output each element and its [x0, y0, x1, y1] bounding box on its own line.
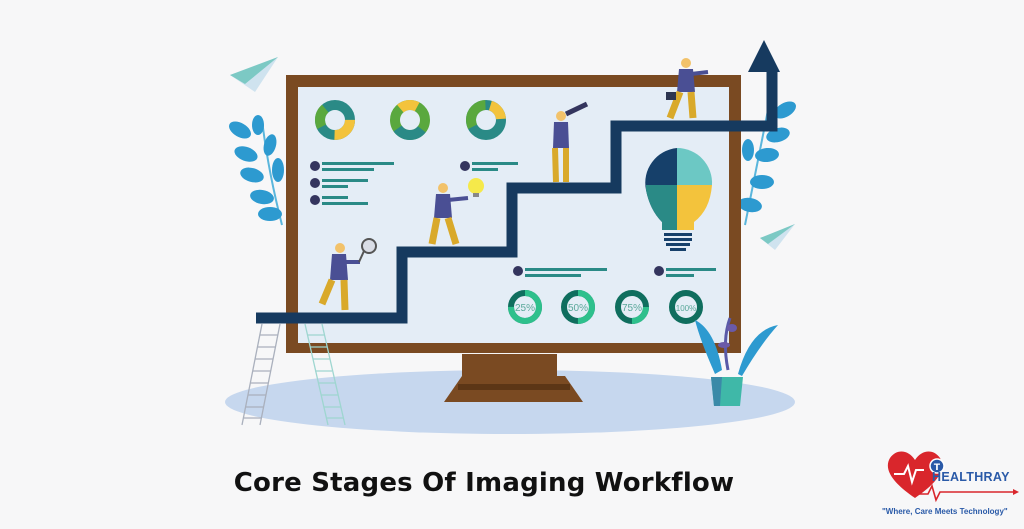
- heart-pulse-icon: T: [887, 451, 1019, 503]
- staircase-arrow: [256, 68, 778, 324]
- svg-text:25%: 25%: [515, 303, 535, 314]
- progress-ring-100: 100%: [669, 290, 703, 324]
- page-title: Core Stages Of Imaging Workflow: [233, 468, 735, 498]
- progress-ring-75: 75%: [615, 290, 649, 324]
- ladder-icon: [304, 323, 346, 426]
- svg-text:50%: 50%: [568, 303, 588, 314]
- legend-list: [310, 161, 716, 277]
- person-lightbulb-icon: [428, 178, 484, 246]
- paper-plane-icon: [230, 57, 278, 92]
- logo-tagline: "Where, Care Meets Technology": [882, 507, 1008, 516]
- potted-plant-icon: [695, 317, 778, 406]
- donut-chart-icon: [466, 100, 506, 140]
- svg-text:100%: 100%: [676, 304, 696, 313]
- person-briefcase-icon: [666, 58, 709, 120]
- person-magnifier-icon: [318, 238, 377, 311]
- healthray-logo[interactable]: T HEALTHRAY "Where, Care Meets Technolog…: [880, 446, 1020, 526]
- person-telescope-icon: [552, 101, 589, 183]
- progress-ring-25: 25%: [508, 290, 542, 324]
- progress-ring-50: 50%: [561, 290, 595, 324]
- arrow-up-icon: [748, 40, 780, 72]
- donut-chart-icon: [315, 100, 355, 140]
- logo-name: HEALTHRAY: [932, 470, 1010, 484]
- donut-chart-icon: [390, 100, 430, 140]
- puzzle-lightbulb-icon: [645, 147, 713, 251]
- leaf-branch-left-icon: [229, 115, 284, 226]
- monitor-stand: [444, 354, 583, 402]
- paper-plane-icon: [760, 224, 795, 250]
- ladder-icon: [241, 323, 281, 426]
- svg-text:75%: 75%: [622, 303, 642, 314]
- svg-text:T: T: [934, 463, 941, 473]
- workflow-illustration: 25% 50% 75% 100%: [225, 40, 796, 434]
